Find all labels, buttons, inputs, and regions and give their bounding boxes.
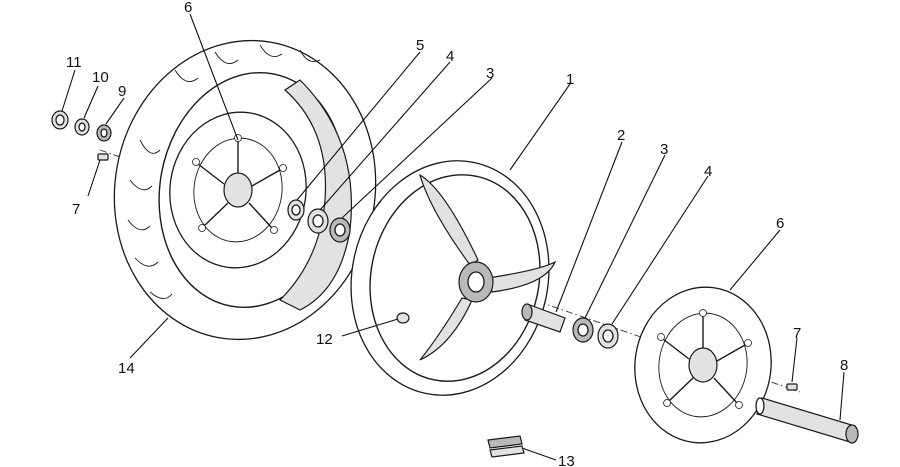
callout-spacer-right: 3 bbox=[660, 141, 668, 158]
callout-seal-left: 5 bbox=[416, 37, 424, 54]
seal-left-part bbox=[287, 199, 305, 221]
callout-nut: 10 bbox=[92, 69, 109, 86]
callout-weights: 13 bbox=[558, 453, 575, 467]
callout-labels: 14 6 7 11 10 9 5 4 3 1 12 2 3 4 6 7 8 13 bbox=[66, 0, 848, 467]
callout-bolt-left: 7 bbox=[72, 201, 80, 218]
callout-bearing-left: 4 bbox=[446, 48, 454, 65]
nut-part bbox=[74, 118, 90, 136]
brake-disc-left bbox=[169, 111, 307, 269]
callout-bearing-right: 4 bbox=[704, 163, 712, 180]
callout-washer-left: 9 bbox=[118, 83, 126, 100]
bearing-right-part bbox=[597, 323, 619, 349]
axle-part bbox=[755, 397, 859, 444]
callout-cap: 11 bbox=[66, 54, 82, 71]
callout-bolt-right: 7 bbox=[793, 325, 801, 342]
callout-tire: 14 bbox=[118, 360, 135, 377]
sleeve-part bbox=[521, 303, 566, 333]
bearing-left-part bbox=[307, 208, 329, 234]
bolt-right-part bbox=[786, 383, 798, 391]
wheel-rim bbox=[350, 160, 557, 396]
bolt-left-part bbox=[97, 153, 109, 161]
callout-spacer-left: 3 bbox=[486, 65, 494, 82]
callout-valve: 12 bbox=[316, 331, 333, 348]
callout-rim: 1 bbox=[566, 71, 574, 88]
balance-weights bbox=[487, 435, 525, 458]
callout-sleeve: 2 bbox=[617, 127, 625, 144]
cap-part bbox=[51, 110, 69, 130]
spacer-right-part bbox=[572, 317, 594, 343]
leader-lines bbox=[61, 13, 845, 461]
valve-part bbox=[396, 312, 410, 324]
spacer-left-part bbox=[329, 217, 351, 243]
callout-disc-left: 6 bbox=[184, 0, 192, 16]
washer-left-part bbox=[96, 124, 112, 142]
callout-axle: 8 bbox=[840, 357, 848, 374]
brake-disc-right bbox=[634, 286, 772, 444]
callout-disc-right: 6 bbox=[776, 215, 784, 232]
